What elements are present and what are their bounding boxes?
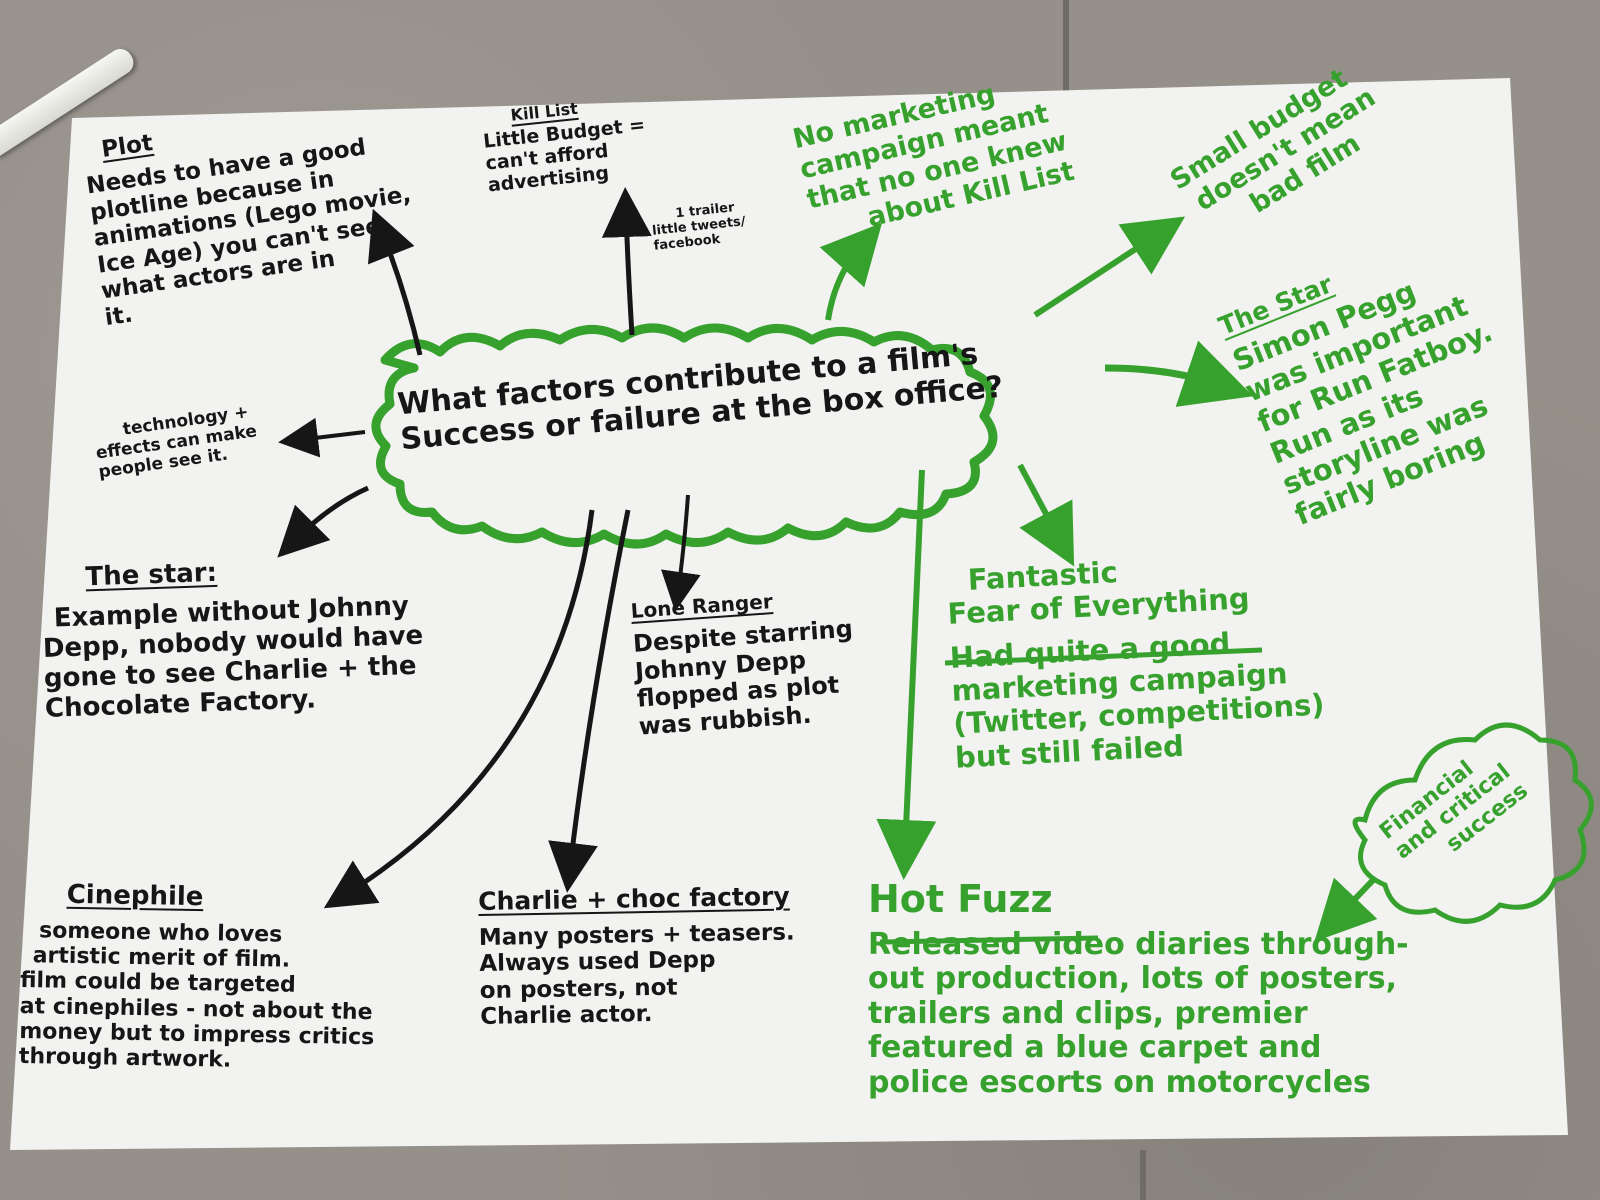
arrow-to-star-right (1104, 340, 1254, 407)
charlie-note: Charlie + choc factory Many posters + te… (478, 882, 796, 1030)
hot-fuzz-note: Hot Fuzz Released video diaries through-… (868, 877, 1409, 1100)
charlie-heading: Charlie + choc factory (477, 881, 790, 916)
hot-fuzz-line: police escorts on motorcycles (868, 1064, 1371, 1100)
table-seam (1140, 1150, 1146, 1200)
arrow-to-fantastic-fear (1017, 463, 1075, 567)
table-seam (1063, 0, 1069, 120)
fantastic-fear-note: Fantastic Fear of Everything Had quite a… (945, 546, 1327, 775)
hot-fuzz-underline (879, 935, 1099, 945)
arrow-to-hot-fuzz (876, 469, 937, 880)
arrow-to-marketing (819, 222, 883, 321)
arrow-to-star-left (277, 485, 370, 558)
cinephile-heading: Cinephile (66, 879, 204, 913)
arrow-from-financial-cloud (1314, 875, 1378, 942)
lone-ranger-note: Lone Ranger Despite starring Johnny Depp… (630, 585, 859, 741)
hot-fuzz-heading: Hot Fuzz (868, 877, 1053, 921)
hot-fuzz-line: featured a blue carpet and (868, 1030, 1322, 1066)
the-star-left-note: The star: Example without Johnny Depp, n… (40, 552, 426, 725)
charlie-line: Charlie actor. (480, 1001, 653, 1031)
kill-list-note: Kill List Little Budget = can't afford a… (480, 93, 651, 197)
hot-fuzz-line: out production, lots of posters, (868, 961, 1397, 997)
arrow-to-plot (367, 208, 423, 356)
cinephile-note: Cinephile someone who loves artistic mer… (19, 880, 377, 1076)
hot-fuzz-line: Released video diaries through- (868, 926, 1409, 962)
arrow-to-cinephile (323, 509, 595, 909)
financial-success-cloud (1352, 722, 1594, 924)
arrow-to-lone-ranger (661, 494, 701, 612)
arrow-to-charlie (548, 509, 631, 893)
arrow-to-small-budget (1033, 216, 1186, 318)
fantastic-fear-underline (944, 647, 1263, 666)
arrow-to-kill-list (601, 187, 652, 336)
arrow-to-technology (278, 417, 366, 458)
hot-fuzz-line: trailers and clips, premier (868, 995, 1308, 1031)
